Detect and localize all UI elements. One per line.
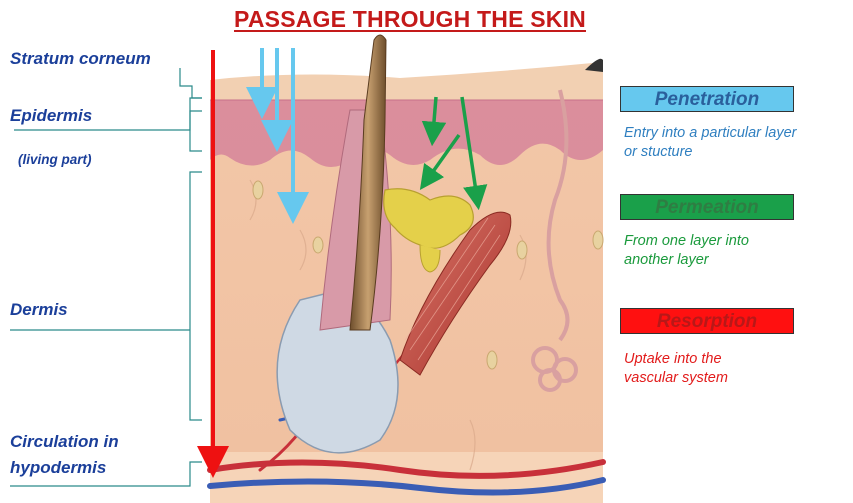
label-dermis: Dermis [10,300,68,320]
label-living-part: (living part) [18,150,92,170]
resorption-description-line2: vascular system [624,370,728,386]
label-circulation-line2: hypodermis [10,458,106,478]
label-circulation-line1: Circulation in [10,432,119,452]
resorption-description-line1: Uptake into the [624,351,722,367]
label-stratum-corneum: Stratum corneum [10,49,151,69]
layer-brackets [10,68,202,486]
resorption-box: Resorption [620,308,794,334]
permeation-description-line1: From one layer into [624,233,749,249]
penetration-box: Penetration [620,86,794,112]
permeation-box: Permeation [620,194,794,220]
stratum-corneum-layer [210,62,603,100]
resorption-description: Uptake into the vascular system [624,350,824,388]
permeation-description-line2: another layer [624,252,709,268]
hypodermis-layer [210,452,603,503]
permeation-description: From one layer into another layer [624,232,824,270]
penetration-description-line1: Entry into a particular layer [624,125,796,141]
penetration-description: Entry into a particular layer or stuctur… [624,124,852,162]
label-epidermis: Epidermis [10,106,92,126]
penetration-description-line2: or stucture [624,144,693,160]
